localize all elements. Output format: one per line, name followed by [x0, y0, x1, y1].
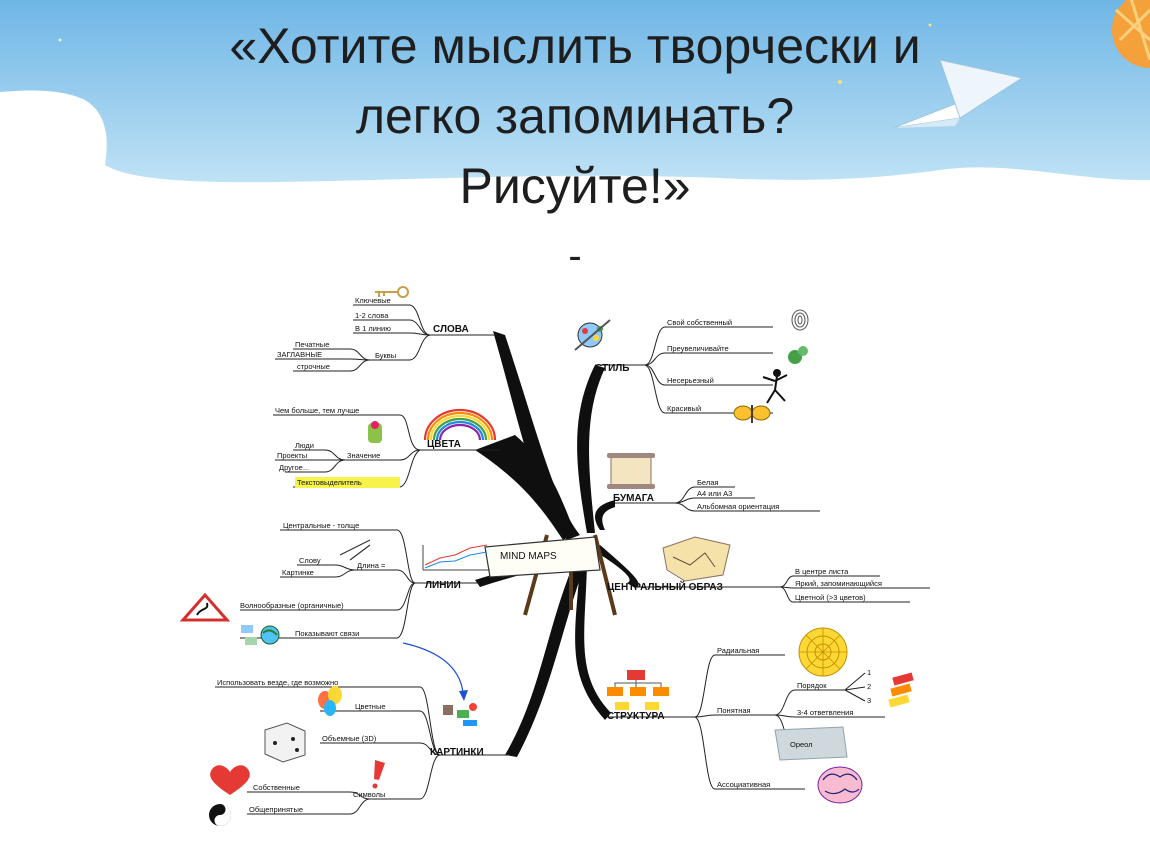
leaf-stil-3: Несерьезный: [667, 376, 714, 385]
globe-icon: [241, 625, 280, 645]
leaf-stil-4: Красивый: [667, 404, 701, 413]
compass-icon: [339, 539, 371, 561]
leaf-bumaga-3: Альбомная ориентация: [697, 502, 779, 511]
branch-label-obraz: ЦЕНТРАЛЬНЫЙ ОБРАЗ: [607, 580, 723, 593]
leaf-cveta-5: Значение: [347, 451, 380, 460]
dice-icon: [264, 722, 306, 763]
leaf-slova-7: Буквы: [375, 351, 396, 360]
leaf-bumaga-1: Белая: [697, 478, 718, 487]
slide-title-line-3: Рисуйте!»: [459, 158, 691, 214]
leaf-struktura-1: Радиальная: [717, 646, 759, 655]
fingerprint-icon: [791, 309, 809, 331]
branch-label-slova: СЛОВА: [433, 324, 469, 335]
easel-icon: [484, 534, 617, 616]
branch-label-bumaga: БУМАГА: [613, 493, 654, 504]
highlight-swatch: [295, 477, 400, 488]
yin-yang-icon: [209, 804, 231, 826]
leaf-linii-4: Длина =: [357, 561, 386, 570]
leaf-kartinki-4: Собственные: [253, 783, 300, 792]
stack-icon: [888, 672, 914, 708]
leaf-kartinki-5: Общепринятые: [249, 805, 303, 814]
slide-title-line-2: легко запоминать?: [355, 88, 795, 144]
leaf-struktura-7: 3-4 ответвления: [797, 708, 853, 717]
map-icon: [662, 536, 731, 582]
leaf-slova-3: В 1 линию: [355, 324, 391, 333]
leaf-linii-1: Центральные - толще: [283, 521, 359, 530]
figure-icon: [762, 369, 788, 404]
scroll-icon: [607, 453, 655, 489]
leaf-struktura-5: 3: [867, 696, 871, 705]
leaf-struktura-4: 2: [867, 682, 871, 691]
butterfly-icon: [733, 405, 771, 423]
leaf-cveta-2: Люди: [295, 441, 314, 450]
brain-icon: [817, 766, 863, 804]
rainbow-icon: [423, 408, 497, 441]
leaf-obraz-1: В центре листа: [795, 567, 849, 576]
leaf-cveta-3: Проекты: [277, 451, 307, 460]
leaf-kartinki-1: Использовать везде, где возможно: [217, 678, 338, 687]
mind-map-diagram: MIND MAPS СЛОВА Ключевые 1-2 слова В 1 л…: [175, 265, 935, 835]
leaf-slova-5: ЗАГЛАВНЫЕ: [277, 350, 322, 359]
branch-label-kartinki: КАРТИНКИ: [430, 747, 484, 758]
leaf-kartinki-3: Объемные (3D): [322, 734, 377, 743]
key-icon: [375, 286, 409, 298]
leaf-linii-6: Показывают связи: [295, 629, 359, 638]
leaf-linii-2: Слову: [299, 556, 321, 565]
leaf-linii-5: Волнообразные (органичные): [240, 601, 344, 610]
hand-icon: [368, 421, 382, 443]
halo-icon: [774, 726, 848, 761]
paint-icon: [574, 319, 611, 351]
exclamation-icon: [372, 760, 385, 789]
leaf-slova-2: 1-2 слова: [355, 311, 389, 320]
leaf-cveta-6: Текстовыделитель: [297, 478, 362, 487]
leaf-struktura-6: Понятная: [717, 706, 751, 715]
collage-icon: [443, 703, 477, 726]
leaf-slova-4: Печатные: [295, 340, 329, 349]
balloons-icon: [318, 686, 342, 716]
leaf-struktura-3: 1: [867, 668, 871, 677]
branch-label-stil: СТИЛЬ: [595, 363, 629, 374]
leaf-bumaga-2: А4 или А3: [697, 489, 732, 498]
leaf-stil-2: Преувеличивайте: [667, 344, 729, 353]
leaf-cveta-1: Чем больше, тем лучше: [275, 406, 359, 415]
leaf-slova-6: строчные: [297, 362, 330, 371]
main-branches: [475, 331, 639, 757]
branch-label-cveta: ЦВЕТА: [427, 439, 461, 450]
leaf-struktura-8: Ореол: [790, 740, 813, 749]
leaf-linii-3: Картинке: [282, 568, 314, 577]
center-label: MIND MAPS: [500, 551, 557, 562]
branch-label-struktura: СТРУКТУРА: [607, 711, 665, 722]
paper-plane-icon: [892, 59, 1024, 129]
leaf-slova-1: Ключевые: [355, 296, 391, 305]
slide-title-line-1: «Хотите мыслить творчески и: [229, 18, 921, 74]
flowchart-icon: [607, 670, 669, 710]
road-sign-icon: [179, 592, 231, 622]
branch-lines: [215, 304, 930, 815]
leaf-obraz-3: Цветной (>3 цветов): [795, 593, 866, 602]
link-arrow: [402, 642, 468, 701]
line-chart-icon: [422, 544, 490, 571]
balloon-icon: [1112, 0, 1150, 68]
leaf-kartinki-6: Символы: [353, 790, 385, 799]
heart-icon: [210, 765, 250, 795]
plant-icon: [788, 346, 808, 364]
leaf-struktura-9: Ассоциативная: [717, 780, 770, 789]
branch-label-linii: ЛИНИИ: [425, 580, 461, 591]
radial-icon: [798, 627, 848, 677]
leaf-stil-1: Свой собственный: [667, 318, 732, 327]
leaf-struktura-2: Порядок: [797, 681, 827, 690]
leaf-cveta-4: Другое...: [279, 463, 309, 472]
leaf-obraz-2: Яркий, запоминающийся: [795, 579, 882, 588]
leaf-kartinki-2: Цветные: [355, 702, 386, 711]
